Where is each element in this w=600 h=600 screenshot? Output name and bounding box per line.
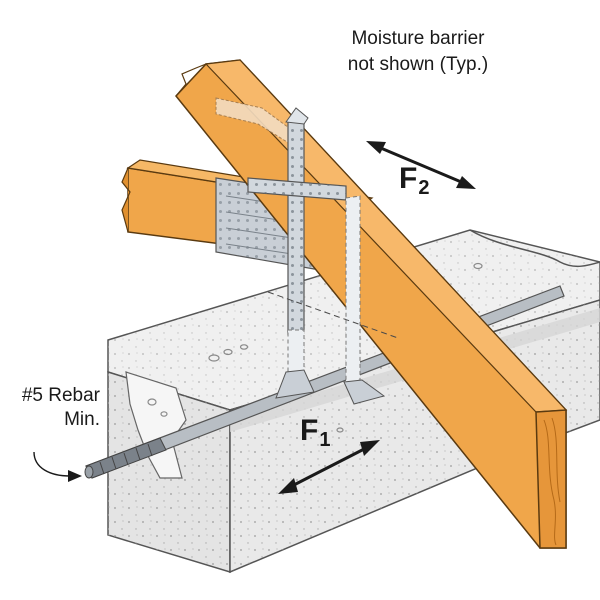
anchor-foot — [343, 379, 386, 405]
force-label-f1: F1 — [300, 414, 330, 452]
center-line — [267, 291, 399, 339]
f2-letter: F — [399, 162, 418, 195]
note-line-1: Moisture barrier — [351, 28, 485, 49]
f1-index: 1 — [319, 429, 331, 451]
force-label-f2: F2 — [399, 162, 429, 200]
wall-broken-end — [469, 229, 600, 268]
rebar-label: #5 Rebar Min. — [0, 384, 100, 432]
metal-strap-tie — [215, 97, 386, 405]
f1-letter: F — [300, 414, 319, 447]
rebar-leader-arrow — [33, 451, 82, 482]
concrete-voids — [147, 262, 483, 433]
f2-index: 2 — [418, 177, 430, 199]
note-line-2: not shown (Typ.) — [347, 54, 489, 75]
rebar-label-line-2: Min. — [64, 409, 100, 430]
rebar-label-line-1: #5 Rebar — [21, 385, 100, 406]
moisture-barrier-note: Moisture barrier not shown (Typ.) — [318, 26, 518, 78]
f2-double-arrow-icon — [366, 141, 476, 189]
wall-cutaway — [125, 371, 187, 479]
f1-double-arrow-icon — [278, 440, 380, 494]
anchor-foot — [275, 369, 315, 399]
end-grain — [543, 417, 561, 546]
